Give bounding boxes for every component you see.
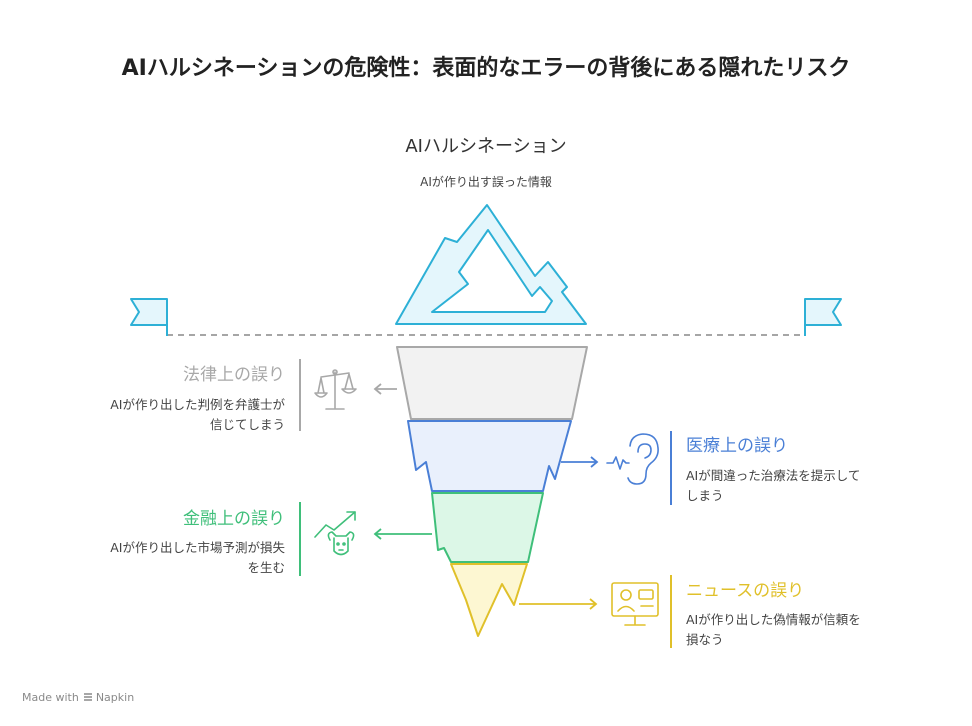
finance-connector bbox=[373, 528, 432, 540]
news-title: ニュースの誤り bbox=[686, 581, 805, 601]
tip-description: AIが作り出す誤った情報 bbox=[420, 175, 552, 189]
medical-title: 医療上の誤り bbox=[686, 436, 788, 456]
legal-description-line-1: AIが作り出した判例を弁護士が bbox=[110, 397, 285, 412]
ear-icon bbox=[606, 433, 659, 485]
news-description: AIが作り出した偽情報が信頼を 損なう bbox=[686, 610, 926, 650]
napkin-brand: Napkin bbox=[95, 691, 135, 704]
medical-description-line-1: AIが間違った治療法を提示して bbox=[686, 468, 861, 483]
layer-news-shape bbox=[450, 563, 528, 637]
finance-description-line-1: AIが作り出した市場予測が損失 bbox=[110, 540, 285, 555]
legal-description: AIが作り出した判例を弁護士が 信じてしまう bbox=[60, 395, 285, 435]
medical-connector bbox=[561, 456, 599, 468]
left-flag-icon bbox=[130, 298, 168, 336]
legal-connector bbox=[373, 383, 397, 395]
bull-market-icon bbox=[314, 511, 356, 556]
layer-finance-shape bbox=[431, 492, 544, 563]
finance-description-line-2: を生む bbox=[247, 560, 285, 575]
made-with-text: Made with bbox=[22, 691, 79, 704]
layer-legal-shape bbox=[396, 346, 588, 420]
right-flag-icon bbox=[804, 298, 842, 336]
medical-description: AIが間違った治療法を提示して しまう bbox=[686, 466, 926, 506]
napkin-logo-icon bbox=[83, 693, 92, 701]
scales-icon bbox=[314, 369, 357, 410]
medical-description-line-2: しまう bbox=[686, 488, 724, 503]
legal-description-line-2: 信じてしまう bbox=[209, 417, 285, 432]
page-title: AIハルシネーションの危険性：表面的なエラーの背後にある隠れたリスク bbox=[121, 56, 851, 81]
iceberg-tip bbox=[395, 204, 587, 325]
news-connector bbox=[519, 598, 598, 610]
footer: Made with Napkin bbox=[22, 691, 134, 704]
finance-description: AIが作り出した市場予測が損失 を生む bbox=[60, 538, 285, 578]
finance-title: 金融上の誤り bbox=[183, 509, 285, 529]
tip-title: AIハルシネーション bbox=[405, 136, 567, 157]
news-description-line-1: AIが作り出した偽情報が信頼を bbox=[686, 612, 861, 627]
legal-title: 法律上の誤り bbox=[183, 365, 285, 385]
layer-medical-shape bbox=[407, 420, 572, 492]
news-broadcast-icon bbox=[611, 582, 659, 626]
news-description-line-2: 損なう bbox=[686, 632, 724, 647]
